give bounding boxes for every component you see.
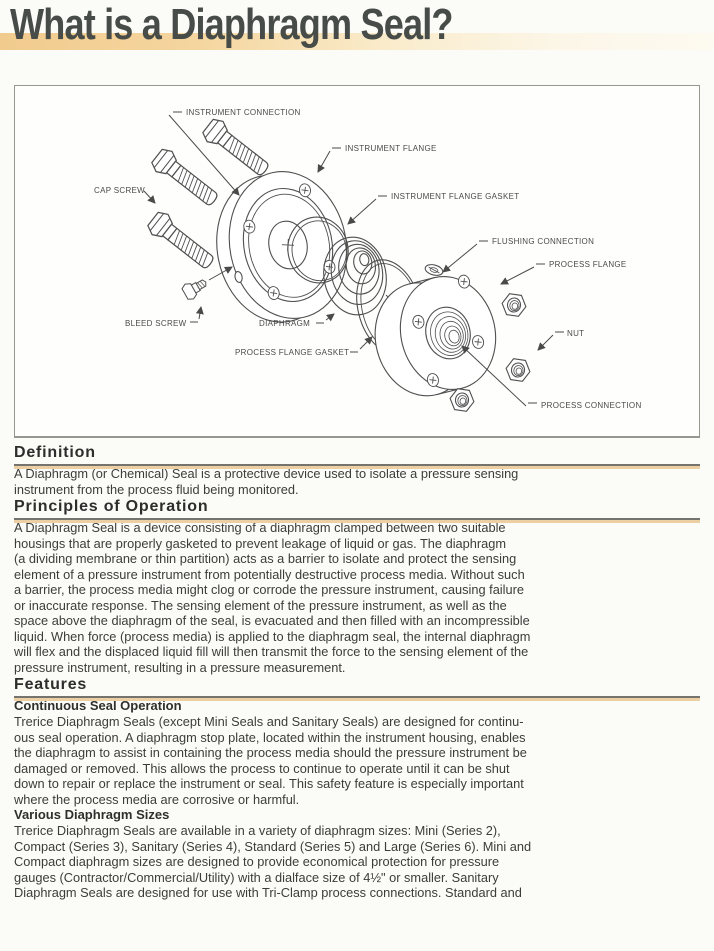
bleed-screw-drawing [180,274,211,302]
nut-3 [448,387,476,413]
bleed-port-hole [234,270,243,283]
various-diaphragm-sizes-heading: Various Diaphragm Sizes [14,807,170,822]
flushing-connection-fitting [424,264,444,276]
nut-1 [500,292,528,318]
label-nut: NUT [567,329,584,338]
label-process-flange-gasket: PROCESS FLANGE GASKET [235,348,349,357]
label-cap-screw: CAP SCREW [94,186,145,195]
cap-screw-bolt-1 [199,115,274,182]
label-flushing-connection: FLUSHING CONNECTION [492,237,594,246]
cap-screw-bolt-3 [144,208,219,275]
definition-heading: Definition [14,443,700,469]
continuous-seal-operation-heading: Continuous Seal Operation [14,698,182,713]
diagram-figure: INSTRUMENT CONNECTION INSTRUMENT FLANGE … [14,85,700,438]
label-bleed-screw: BLEED SCREW [125,319,187,328]
title-highlight-band [0,33,714,50]
process-flange-drawing [374,274,497,397]
label-diaphragm: DIAPHRAGM [259,319,310,328]
page-body: Definition A Diaphragm (or Chemical) Sea… [14,443,700,901]
cap-screw-bolt-2 [148,145,223,212]
label-process-connection: PROCESS CONNECTION [541,401,642,410]
label-instrument-connection: INSTRUMENT CONNECTION [186,108,301,117]
nut-2 [504,357,532,383]
features-heading: Features [14,675,700,701]
diaphragm-drawing [323,236,387,316]
label-instrument-flange: INSTRUMENT FLANGE [345,144,437,153]
process-connection-threads [425,306,471,360]
various-diaphragm-sizes-paragraph: Trerice Diaphragm Seals are available in… [14,823,532,900]
principles-of-operation-paragraph: A Diaphragm Seal is a device consisting … [14,520,531,675]
diaphragm-seal-exploded-diagram: INSTRUMENT CONNECTION INSTRUMENT FLANGE … [94,108,642,413]
continuous-seal-operation-paragraph: Trerice Diaphragm Seals (except Mini Sea… [14,714,527,807]
label-process-flange: PROCESS FLANGE [549,260,627,269]
instrument-flange-drawing [216,171,348,323]
page-title: What is a Diaphragm Seal? [10,0,453,49]
definition-paragraph: A Diaphragm (or Chemical) Seal is a prot… [14,466,519,497]
leader-lines [143,111,564,407]
label-instrument-flange-gasket: INSTRUMENT FLANGE GASKET [391,192,519,201]
principles-of-operation-heading: Principles of Operation [14,497,700,523]
